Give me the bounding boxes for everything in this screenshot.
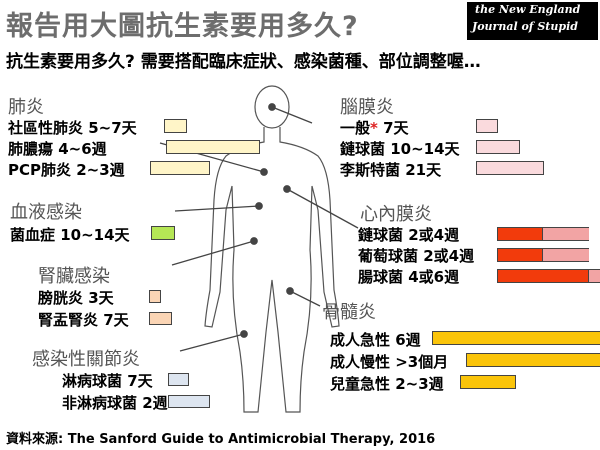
item-gonococcal: 淋病球菌 7天 [62,372,153,390]
item-listeria-meningitis: 李斯特菌 21天 [340,161,442,179]
item-lung-abscess: 肺膿瘍 4~6週 [8,140,107,158]
category-pneumonia: 肺炎 [8,97,44,118]
bar-pyelonephritis [149,312,172,325]
item-meningitis-general: 一般* 7天 [340,119,409,137]
bar-adult-acute [432,331,600,345]
item-community-pneumonia: 社區性肺炎 5~7天 [8,119,137,137]
logo-line-2: Journal of Stupid [472,20,578,33]
bar-staph-endo [497,248,543,262]
journal-logo [467,2,598,40]
category-meningitis: 腦膜炎 [340,97,394,118]
item-enterococcus-endocarditis: 腸球菌 4或6週 [358,268,460,286]
item-child-acute: 兒童急性 2~3週 [330,375,444,393]
page-title: 報告用大圖抗生素要用多久? [6,11,359,42]
category-septic-arthritis: 感染性關節炎 [32,349,140,370]
bar-cystitis [149,290,161,303]
bar-entero-endo [497,269,589,283]
bar-lung-abscess [166,140,260,154]
category-kidney: 腎臟感染 [38,266,110,287]
bar-meningitis-general [476,119,498,133]
category-bloodstream: 血液感染 [10,202,82,223]
bar-bacteremia [151,226,175,240]
item-staph-endocarditis: 葡萄球菌 2或4週 [358,247,475,265]
source-citation: 資料來源: The Sanford Guide to Antimicrobial… [6,432,436,447]
bar-strep-endo [497,227,543,241]
item-adult-chronic: 成人慢性 >3個月 [330,353,449,371]
bar-community-pneumonia [164,119,187,133]
bar-child-acute [460,375,516,389]
item-pyelonephritis: 腎盂腎炎 7天 [38,311,129,329]
bar-adult-chronic [466,353,600,367]
item-strep-endocarditis: 鏈球菌 2或4週 [358,226,460,244]
human-outline [204,85,340,413]
category-osteomyelitis: 骨髓炎 [322,302,376,323]
bar-strep-meningitis [476,140,520,154]
bar-gonococcal [168,373,189,386]
item-non-gonococcal: 非淋病球菌 2週 [62,394,168,412]
item-pcp-pneumonia: PCP肺炎 2~3週 [8,161,125,179]
item-bacteremia: 菌血症 10~14天 [10,226,130,244]
category-endocarditis: 心內膜炎 [360,204,432,225]
logo-line-1: the New England [475,3,581,16]
subtitle: 抗生素要用多久? 需要搭配臨床症狀、感染菌種、部位調整喔… [6,52,481,72]
item-cystitis: 膀胱炎 3天 [38,289,114,307]
bar-pcp-pneumonia [150,161,210,175]
bar-listeria-meningitis [476,161,544,175]
item-adult-acute: 成人急性 6週 [330,331,421,349]
bar-non-gonococcal [168,395,210,408]
item-strep-meningitis: 鏈球菌 10~14天 [340,140,460,158]
